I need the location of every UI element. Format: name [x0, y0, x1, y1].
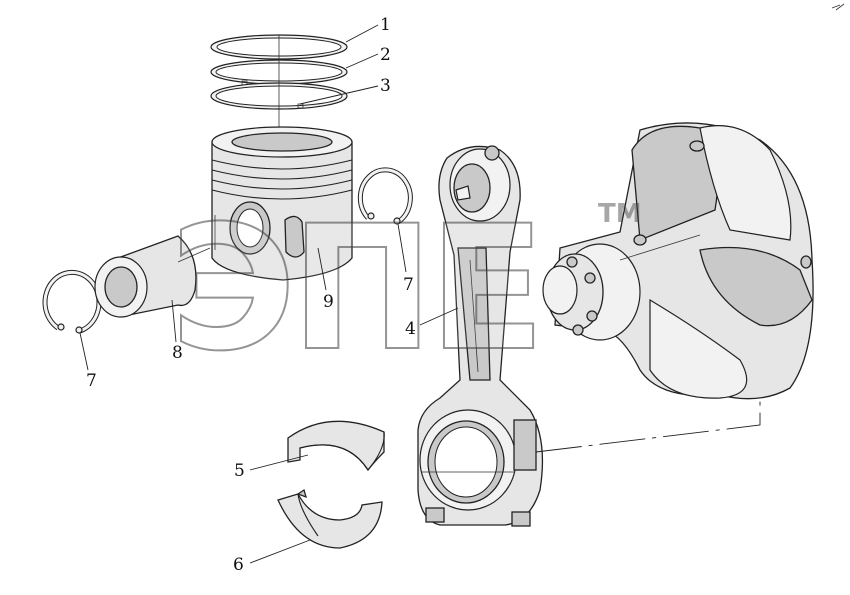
piston [211, 126, 353, 281]
crankshaft [542, 122, 814, 400]
callout-labels: 1 2 3 4 5 6 7 7 8 9 [86, 15, 416, 575]
connecting-rod [417, 145, 544, 527]
callout-1: 1 [380, 15, 391, 35]
svg-text:TM: TM [598, 199, 642, 229]
callout-7-right: 7 [403, 275, 414, 295]
callout-2: 2 [380, 45, 391, 65]
svg-text:ЭПЕ: ЭПЕ [170, 188, 540, 389]
bearing-shell-upper [287, 420, 385, 472]
watermark: ЭПЕ TM [169, 187, 642, 390]
callout-4: 4 [405, 319, 416, 339]
callout-7-left: 7 [86, 371, 97, 391]
circlip-right [357, 167, 413, 225]
bearing-shell-lower [277, 488, 383, 549]
corner-mark [831, 3, 845, 11]
callout-3: 3 [380, 76, 391, 96]
callout-5: 5 [234, 461, 245, 481]
leader-lines [79, 24, 459, 564]
callout-9: 9 [323, 292, 334, 312]
callout-6: 6 [233, 555, 244, 575]
circlip-left [42, 269, 102, 334]
callout-8: 8 [172, 343, 183, 363]
piston-pin [94, 235, 211, 318]
crank-centerline [535, 395, 761, 453]
